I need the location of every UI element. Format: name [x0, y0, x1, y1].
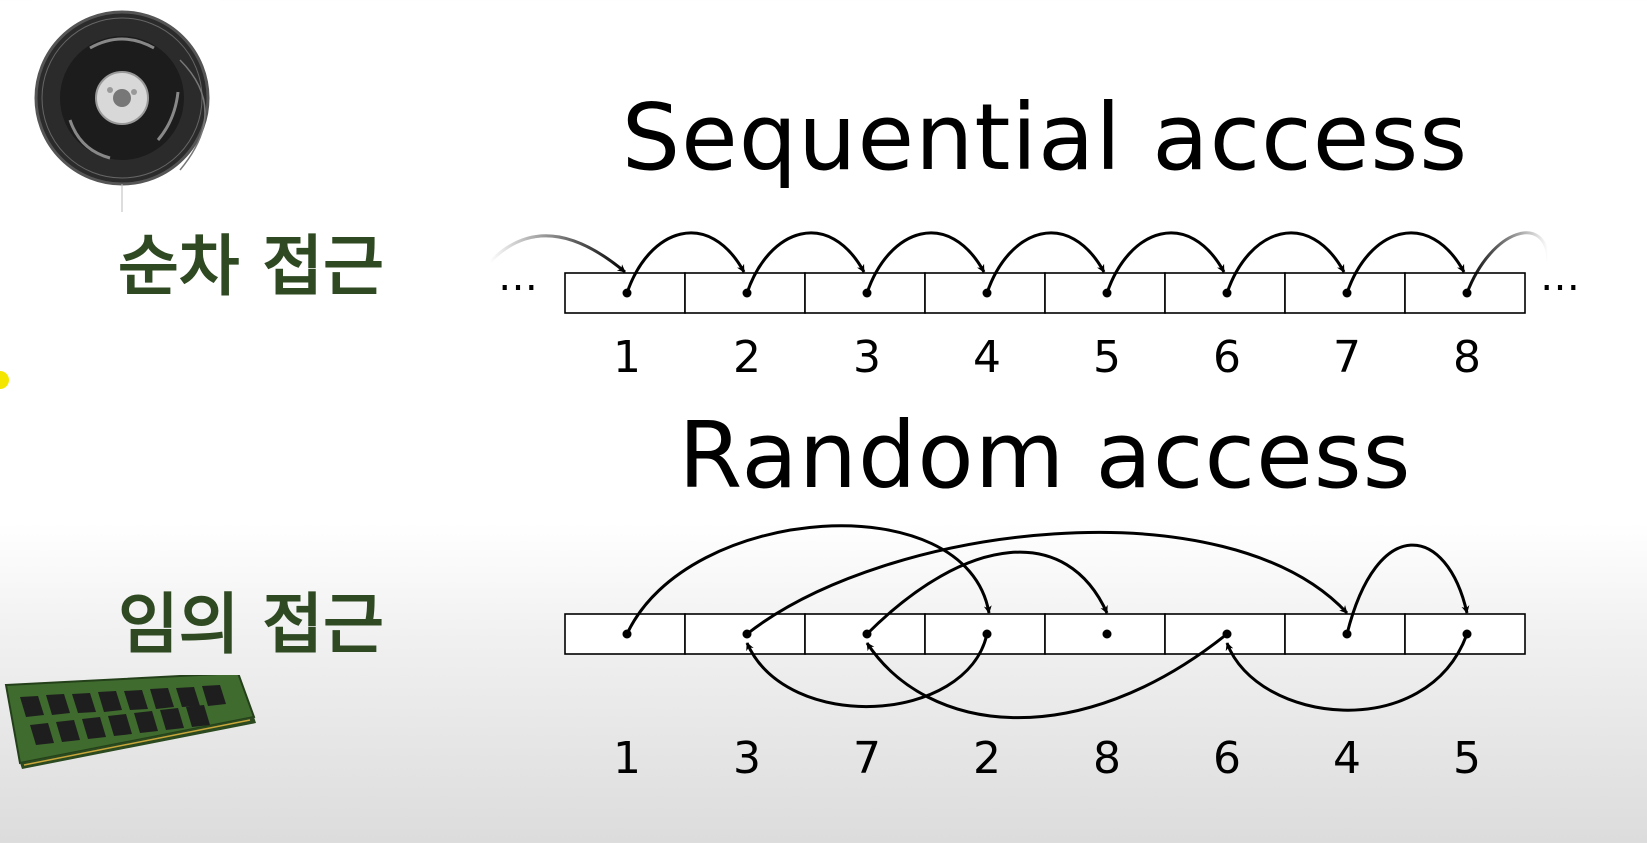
sequential-access-korean-label: 순차 접근 — [118, 228, 384, 305]
sequential-memory-row — [488, 231, 1550, 314]
random-cell-label: 3 — [733, 733, 761, 784]
random-arrow — [865, 550, 1109, 636]
sequential-arrow — [865, 231, 986, 294]
sequential-cell-label: 7 — [1333, 332, 1361, 383]
sequential-access-title: Sequential access — [621, 84, 1469, 191]
random-cell-labels: 1 3 7 2 8 6 4 5 — [613, 733, 1481, 784]
sequential-cell-label: 2 — [733, 332, 761, 383]
sequential-arrow — [625, 231, 746, 294]
sequential-cell-label: 6 — [1213, 332, 1241, 383]
sequential-arrow — [745, 231, 866, 294]
sequential-cell-label: 4 — [973, 332, 1001, 383]
random-memory-row — [564, 524, 1526, 720]
sequential-arrow — [985, 231, 1106, 294]
sequential-cell-labels: 1 2 3 4 5 6 7 8 — [613, 332, 1481, 383]
sequential-outgoing-arrow — [1465, 231, 1550, 294]
sequential-right-ellipsis: … — [1540, 254, 1580, 300]
sequential-arrow — [1345, 231, 1466, 294]
sequential-cell-label: 1 — [613, 332, 641, 383]
random-arrow — [625, 524, 992, 635]
ram-module-icon — [4, 675, 256, 769]
tape-reel-icon — [30, 0, 220, 215]
random-cell-label: 7 — [853, 733, 881, 784]
sequential-left-ellipsis: … — [498, 254, 538, 300]
random-cell-label: 1 — [613, 733, 641, 784]
random-cell-pointer — [1102, 629, 1112, 639]
random-cell-label: 2 — [973, 733, 1001, 784]
random-arrow — [1225, 633, 1469, 712]
sequential-arrow — [1105, 231, 1226, 294]
random-cell-label: 4 — [1333, 733, 1361, 784]
random-cell-label: 6 — [1213, 733, 1241, 784]
random-arrow — [746, 530, 1349, 636]
random-arrow — [1345, 543, 1470, 635]
random-access-korean-label: 임의 접근 — [118, 586, 384, 663]
sequential-arrow — [1225, 231, 1346, 294]
random-cell-label: 8 — [1093, 733, 1121, 784]
sequential-incoming-arrow — [488, 234, 626, 274]
sequential-cell-label: 8 — [1453, 332, 1481, 383]
random-cell-label: 5 — [1453, 733, 1481, 784]
sequential-cell-label: 3 — [853, 332, 881, 383]
random-access-title: Random access — [678, 402, 1412, 509]
sequential-cell-label: 5 — [1093, 332, 1121, 383]
cursor-highlight — [0, 371, 9, 389]
random-arrow — [745, 633, 989, 708]
random-cell — [924, 613, 1046, 655]
random-arrow — [865, 632, 1228, 720]
